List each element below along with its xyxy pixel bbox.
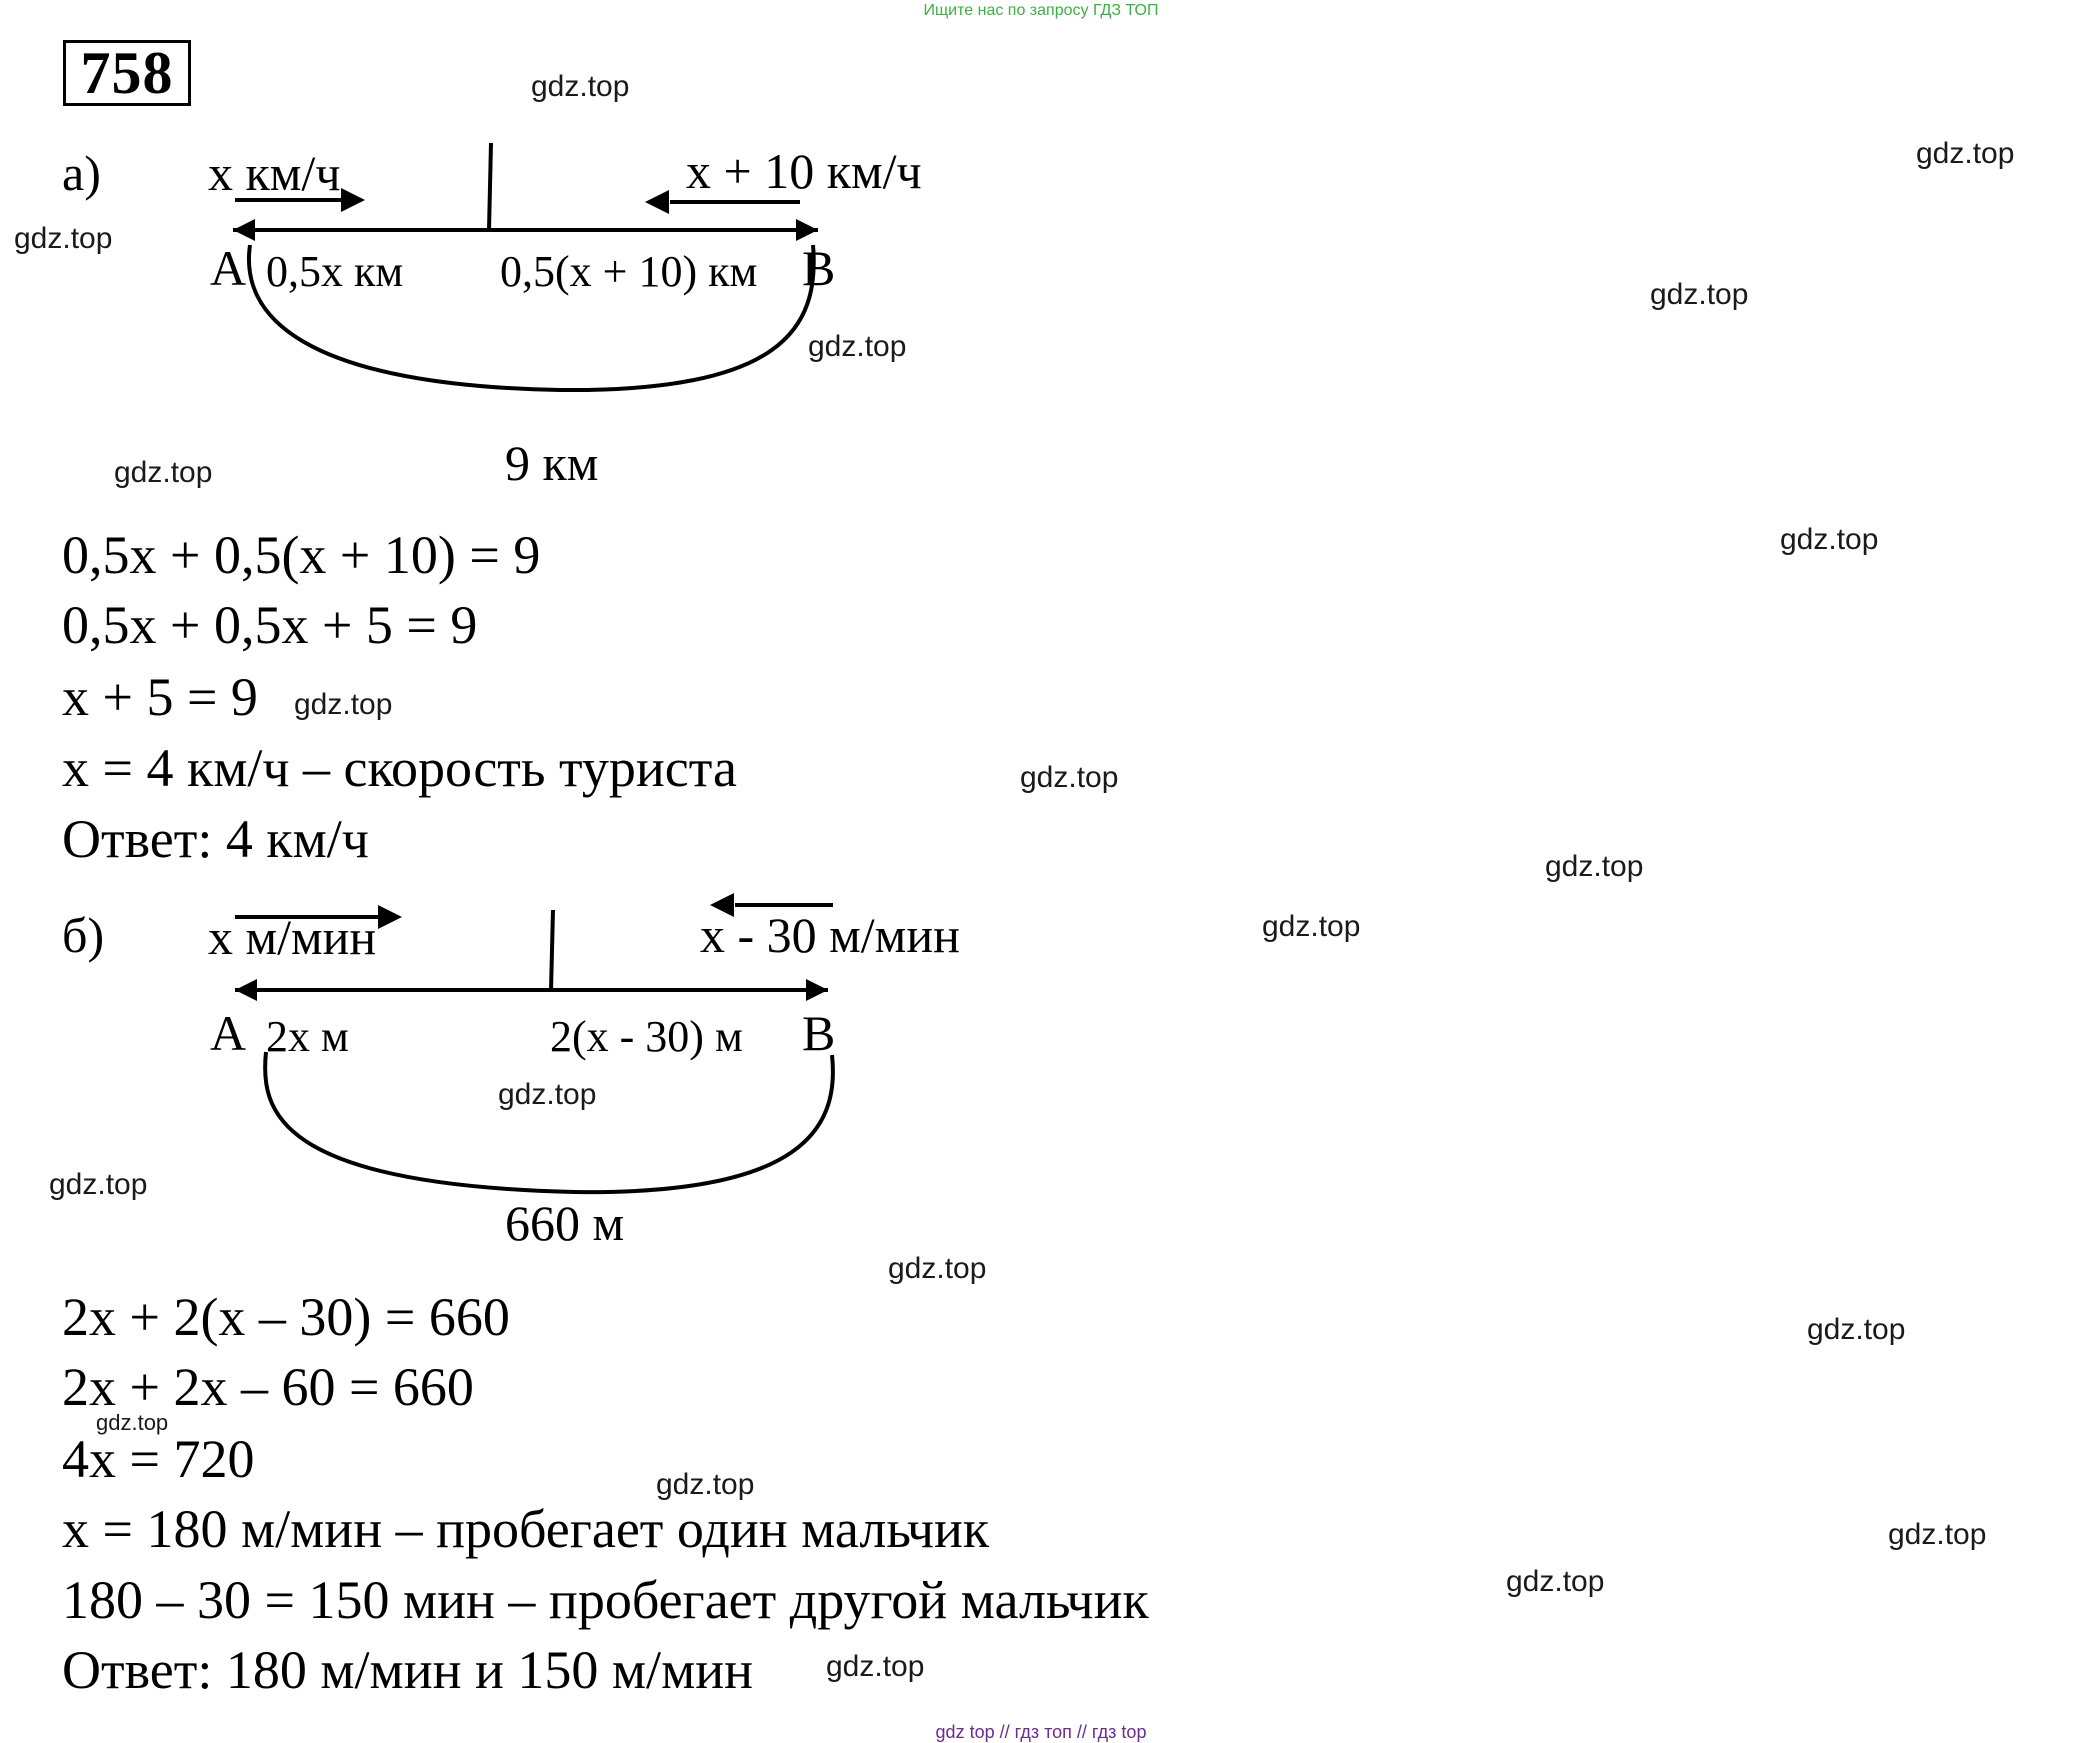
part-b-label: б) [62, 907, 105, 963]
part-b-speed-left: x м/мин [208, 909, 377, 965]
watermark: gdz.top [14, 222, 113, 255]
problem-number: 758 [63, 40, 191, 106]
part-b-eq-5: 180 – 30 = 150 мин – пробегает другой ма… [62, 1570, 1149, 1630]
meeting-mark-b [549, 909, 555, 991]
watermark: gdz.top [294, 688, 393, 721]
part-a-eq-2: 0,5x + 0,5x + 5 = 9 [62, 595, 478, 655]
part-a-dist-left: 0,5x км [266, 247, 404, 296]
watermark: gdz.top [1020, 761, 1119, 794]
watermark: gdz.top [1650, 278, 1749, 311]
watermark: gdz.top [1262, 910, 1361, 943]
watermark: gdz.top [531, 70, 630, 103]
diagram-b [235, 893, 835, 1195]
watermark: gdz.top [96, 1410, 169, 1435]
part-a-dist-right: 0,5(x + 10) км [500, 247, 758, 296]
brace-b [263, 1051, 835, 1195]
segment-arrow-right-b [806, 979, 828, 1001]
watermark: gdz.top [1780, 523, 1879, 556]
watermark: gdz.top [49, 1168, 148, 1201]
part-a-point-a: A [210, 240, 247, 296]
part-a-speed-left: x км/ч [208, 145, 341, 201]
meeting-mark-a [487, 142, 493, 231]
part-b-total: 660 м [505, 1195, 625, 1251]
part-b-eq-3: 4x = 720 [62, 1429, 255, 1489]
watermark: gdz.top [888, 1252, 987, 1285]
part-a-label: а) [62, 145, 101, 201]
watermark: gdz.top [1545, 850, 1644, 883]
watermark: gdz.top [1888, 1518, 1987, 1551]
watermark: gdz.top [826, 1650, 925, 1683]
part-a-eq-1: 0,5x + 0,5(x + 10) = 9 [62, 525, 541, 585]
arrow-left-speed-a-head [341, 188, 365, 212]
part-a-eq-3: x + 5 = 9 [62, 667, 258, 727]
part-b-point-b: B [802, 1005, 836, 1061]
segment-arrow-left-a [233, 219, 255, 241]
arrow-right-speed-a-head [645, 190, 669, 214]
top-banner: Ищите нас по запросу ГДЗ ТОП [923, 2, 1159, 19]
part-b-answer: Ответ: 180 м/мин и 150 м/мин [62, 1640, 754, 1700]
brace-a [247, 244, 816, 393]
part-a-eq-4: x = 4 км/ч – скорость туриста [62, 738, 737, 798]
watermark: gdz.top [808, 330, 907, 363]
part-b-point-a: A [210, 1005, 247, 1061]
part-b-eq-4: x = 180 м/мин – пробегает один мальчик [62, 1499, 990, 1559]
part-b-eq-1: 2x + 2(x – 30) = 660 [62, 1287, 510, 1347]
segment-arrow-left-b [235, 979, 257, 1001]
watermark: gdz.top [656, 1468, 755, 1501]
watermark: gdz.top [1506, 1565, 1605, 1598]
arrow-right-speed-b-head [710, 893, 734, 917]
part-a-speed-right: x + 10 км/ч [686, 143, 922, 199]
part-b-dist-left: 2x м [266, 1012, 349, 1061]
diagram-a [233, 142, 818, 393]
part-b-speed-right: x - 30 м/мин [700, 907, 960, 963]
part-a-point-b: B [802, 240, 836, 296]
segment-arrow-right-a [796, 219, 818, 241]
part-b-dist-right: 2(x - 30) м [550, 1012, 743, 1061]
arrow-left-speed-b-head [378, 905, 402, 929]
part-b-eq-2: 2x + 2x – 60 = 660 [62, 1357, 474, 1417]
watermark: gdz.top [1916, 137, 2015, 170]
watermark: gdz.top [498, 1078, 597, 1111]
watermark: gdz.top [1807, 1313, 1906, 1346]
part-a-total: 9 км [505, 435, 599, 491]
footer: gdz top // гдз топ // гдз top [935, 1722, 1147, 1742]
part-a-answer: Ответ: 4 км/ч [62, 809, 369, 869]
watermark: gdz.top [114, 456, 213, 489]
